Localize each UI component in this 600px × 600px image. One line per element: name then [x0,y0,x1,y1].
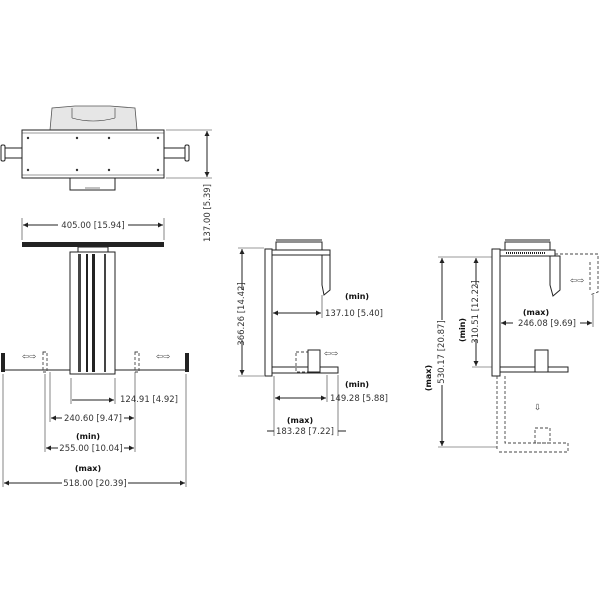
height-dim: 366.26 [14.42] [237,282,247,345]
top-view: 137.00 [5.39] [0,105,213,242]
bracket-dim: 137.10 [5.40] [325,309,383,319]
vertical-plate [491,248,501,377]
keyboard-box [307,349,321,373]
max-label: (max) [75,464,101,473]
shelf-min-dim: 149.28 [5.88] [330,394,388,404]
shelf [499,366,569,373]
mounting-plate [21,129,165,179]
min-width-dim: 255.00 [10.04] [59,444,122,454]
min-label: (min) [345,292,369,301]
max-label: (max) [523,308,549,317]
right-end-cap [185,353,189,372]
arrow-down-icon: ⇩ [534,403,541,413]
front-view: 405.00 [15.94] ⇦⇨ ⇦⇨ 124.91 [4.92] 240.6… [1,218,189,489]
left-end-cap [1,353,5,372]
arrow-left-right-icon: ⇦⇨ [22,352,36,362]
max-label: (max) [287,416,313,425]
right-handle [163,147,187,159]
arrow-left-right-icon: ⇦⇨ [324,349,338,359]
arrow-left-right-icon: ⇦⇨ [570,276,584,286]
front-width-dim: 405.00 [15.94] [61,221,124,231]
column-width-dim: 124.91 [4.92] [120,395,178,405]
side-view-max: ⇦⇨ ⇩ 530.17 [20.87] (max) 310.51 [12.22]… [424,239,599,453]
max-height-dim: 530.17 [20.87] [437,320,447,383]
keyboard-box [534,349,549,373]
min-height-dim: 310.51 [12.22] [471,280,481,343]
min-label: (min) [458,318,467,342]
shelf-max-dim: 183.28 [7.22] [276,427,334,437]
inner-width-dim: 240.60 [9.47] [64,414,122,424]
vertical-plate [264,248,273,377]
top-mount-ears [49,105,138,131]
top-bracket [321,254,331,296]
max-label: (max) [424,365,433,391]
top-height-dim: 137.00 [5.39] [203,184,213,242]
max-width-dim: 246.08 [9.69] [518,319,576,329]
arrow-left-right-icon: ⇦⇨ [156,352,170,362]
bottom-tab [69,177,116,191]
top-bracket [549,255,561,297]
side-view-min: ⇦⇨ 366.26 [14.42] (min) 137.10 [5.40] (m… [237,239,388,437]
shelf [271,366,339,374]
min-label: (min) [76,432,100,441]
left-handle [2,147,23,159]
min-label: (min) [345,380,369,389]
front-top-plate [22,242,164,247]
max-width-dim: 518.00 [20.39] [63,479,126,489]
